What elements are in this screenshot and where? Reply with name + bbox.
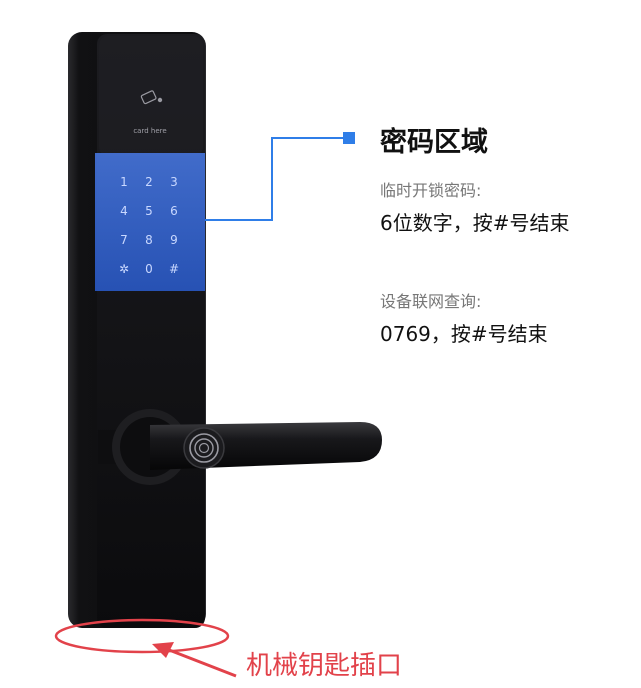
keypad-key: 6 xyxy=(170,204,178,218)
keypad-key: # xyxy=(169,262,179,276)
keypad-highlight xyxy=(95,153,205,291)
mechanical-keyhole-label: 机械钥匙插口 xyxy=(246,651,403,681)
keypad-key: 4 xyxy=(120,204,128,218)
nfc-card-icon xyxy=(140,90,163,105)
lever-handle xyxy=(98,409,382,485)
keypad-key: 7 xyxy=(120,233,128,247)
keypad-key: 8 xyxy=(145,233,153,247)
keypad-key: 9 xyxy=(170,233,178,247)
keypad-key: 5 xyxy=(145,204,153,218)
keyhole-arrow-head xyxy=(152,642,174,658)
network-query-value: 0769，按#号结束 xyxy=(380,322,548,346)
connector-marker xyxy=(343,132,355,144)
keyhole-highlight-ring xyxy=(54,618,230,654)
keypad-key: 0 xyxy=(145,262,153,276)
temp-password-label: 临时开锁密码: xyxy=(380,181,482,200)
network-query-label: 设备联网查询: xyxy=(380,292,482,311)
lock-glass-top xyxy=(99,36,203,156)
keyhole-arrow-line xyxy=(163,646,237,678)
keypad-key: 3 xyxy=(170,175,178,189)
card-here-label: card here xyxy=(133,127,166,135)
connector-line xyxy=(205,137,344,221)
fingerprint-icon xyxy=(189,433,219,463)
keypad: 1 2 3 4 5 6 7 8 9 ✲ 0 # xyxy=(119,175,179,276)
password-section-title: 密码区域 xyxy=(380,127,488,158)
keypad-key: 1 xyxy=(120,175,128,189)
temp-password-value: 6位数字，按#号结束 xyxy=(380,211,570,235)
keypad-key: 2 xyxy=(145,175,153,189)
keypad-key: ✲ xyxy=(119,262,129,276)
